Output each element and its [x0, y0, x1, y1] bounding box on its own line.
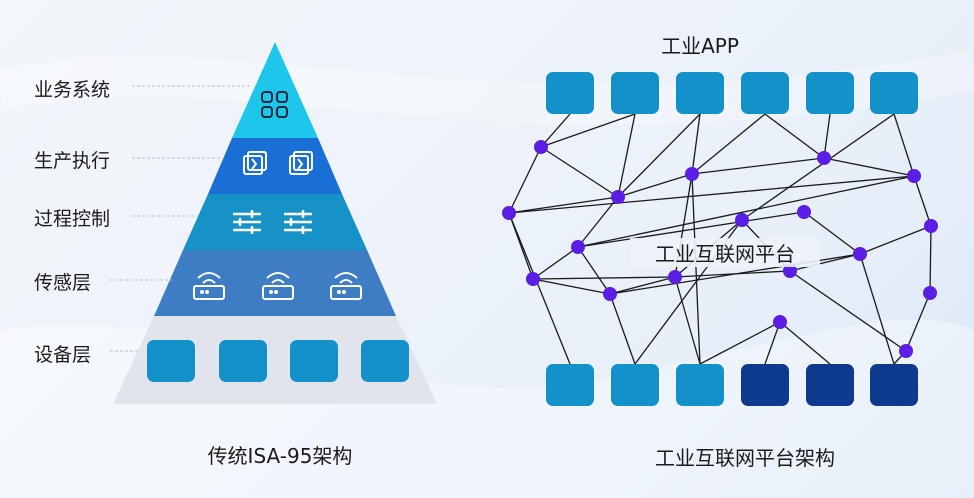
- window-icon: [289, 151, 313, 175]
- layer-process: [183, 194, 367, 250]
- right-caption: 工业互联网平台架构: [655, 446, 835, 470]
- network-node: [534, 140, 548, 154]
- window-icon: [243, 151, 267, 175]
- device-block: [290, 340, 338, 382]
- layer-label-execution: 生产执行: [34, 150, 111, 172]
- platform-label: 工业互联网平台: [630, 238, 820, 267]
- layer-execution: [208, 138, 342, 194]
- device-block: [741, 364, 789, 406]
- app-block: [741, 72, 789, 114]
- network-node: [907, 169, 921, 183]
- network-node: [668, 270, 682, 284]
- wifi-router-icon: [193, 272, 225, 300]
- network-node: [923, 286, 937, 300]
- app-block: [611, 72, 659, 114]
- network-node: [571, 240, 585, 254]
- layer-sensor: [154, 250, 396, 316]
- layer-device: [113, 316, 437, 404]
- app-block: [546, 72, 594, 114]
- layer-label-sensor: 传感层: [34, 272, 92, 294]
- layer-label-business: 业务系统: [34, 79, 111, 101]
- app-blocks: [546, 72, 918, 114]
- network-node: [899, 344, 913, 358]
- sliders-icon: [233, 210, 261, 234]
- device-blocks-right: [546, 364, 918, 406]
- layer-label-device: 设备层: [34, 344, 92, 366]
- network-node: [924, 219, 938, 233]
- device-block: [546, 364, 594, 406]
- device-blocks-left: [147, 340, 409, 382]
- network-lines: [508, 113, 932, 365]
- network-node: [526, 272, 540, 286]
- wifi-router-icon: [330, 272, 362, 300]
- network-node: [611, 190, 625, 204]
- network-node: [502, 206, 516, 220]
- network-node: [603, 287, 617, 301]
- layer-business: [232, 42, 318, 138]
- device-block: [870, 364, 918, 406]
- network-node: [685, 167, 699, 181]
- device-block: [219, 340, 267, 382]
- app-block: [870, 72, 918, 114]
- sliders-icon: [284, 210, 312, 234]
- network-node: [797, 205, 811, 219]
- grid-icon: [261, 91, 288, 118]
- app-block: [676, 72, 724, 114]
- network-node: [853, 247, 867, 261]
- app-label: 工业APP: [661, 34, 739, 58]
- left-caption: 传统ISA-95架构: [207, 444, 353, 468]
- network-nodes: [502, 140, 938, 358]
- leader-lines: [110, 85, 250, 352]
- network-node: [783, 264, 797, 278]
- device-block: [806, 364, 854, 406]
- wifi-router-icon: [262, 272, 294, 300]
- device-block: [676, 364, 724, 406]
- layer-label-process: 过程控制: [34, 208, 111, 230]
- device-block: [611, 364, 659, 406]
- network-node: [735, 213, 749, 227]
- app-block: [806, 72, 854, 114]
- device-block: [147, 340, 195, 382]
- device-block: [361, 340, 409, 382]
- network-node: [817, 151, 831, 165]
- network-node: [773, 315, 787, 329]
